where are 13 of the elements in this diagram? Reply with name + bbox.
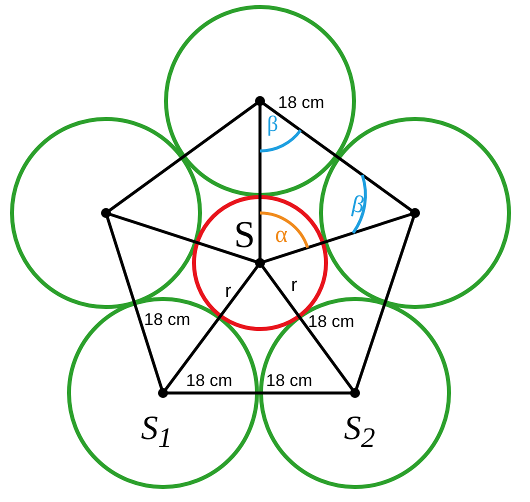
measure-label: 18 cm xyxy=(308,313,354,330)
angle-label: α xyxy=(275,223,288,247)
measure-label: 18 cm xyxy=(144,311,190,328)
measure-label: 18 cm xyxy=(186,372,232,389)
angle-label: β xyxy=(350,192,367,218)
radius-label: r xyxy=(291,276,298,295)
point-label: S xyxy=(234,216,256,254)
angle-label: β xyxy=(267,113,278,135)
radius-label: r xyxy=(225,282,232,301)
point-label: S$_{2}$ xyxy=(344,412,376,454)
point-label: S$_{1}$ xyxy=(141,412,172,454)
measure-label: 18 cm xyxy=(266,372,312,389)
measure-label: 18 cm xyxy=(278,94,324,111)
